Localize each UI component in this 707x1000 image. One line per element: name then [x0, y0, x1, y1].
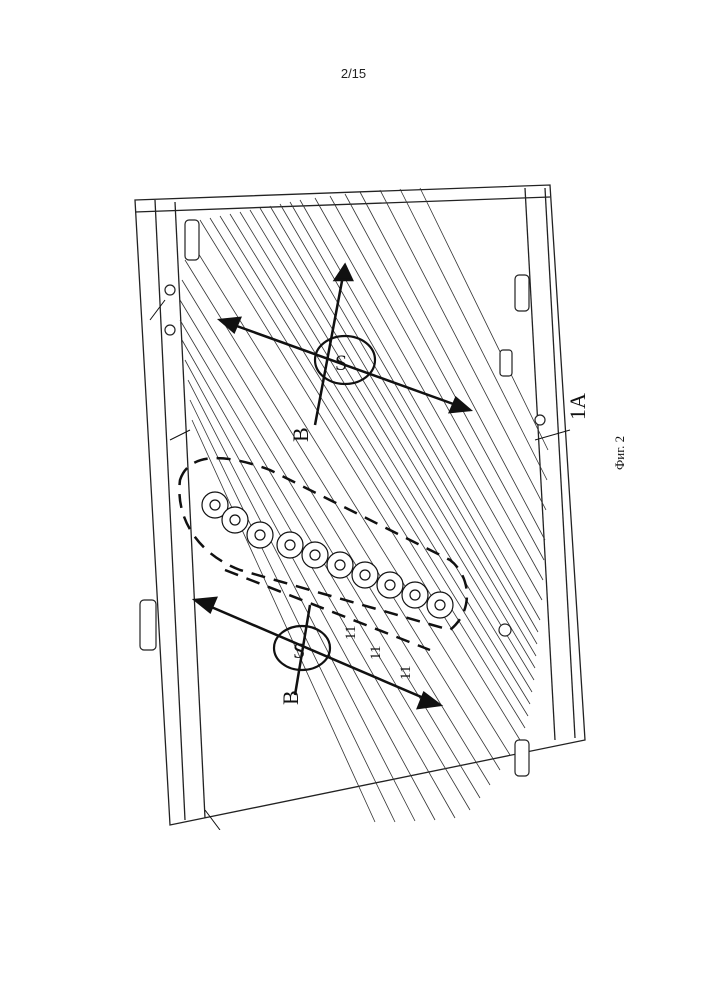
ref-s-top: S — [335, 350, 347, 375]
direction-arrows — [195, 265, 470, 708]
roller-assembly — [202, 492, 453, 618]
ref-s-bottom: S — [293, 638, 305, 663]
patent-drawing: 2B 1B 2C 1A S S B B 11 11 11 — [130, 180, 590, 830]
ref-b-bottom: B — [278, 690, 303, 705]
ref-1b: 1B — [130, 247, 134, 265]
ref-11a: 11 — [343, 626, 359, 640]
ref-1a: 1A — [565, 393, 590, 420]
ref-11c: 11 — [398, 666, 414, 680]
ref-b-top: B — [288, 427, 313, 442]
ref-11b: 11 — [368, 646, 384, 660]
figure-caption: Фиг. 2 — [612, 436, 628, 470]
page-number: 2/15 — [0, 66, 707, 81]
bar-grating — [180, 188, 548, 822]
